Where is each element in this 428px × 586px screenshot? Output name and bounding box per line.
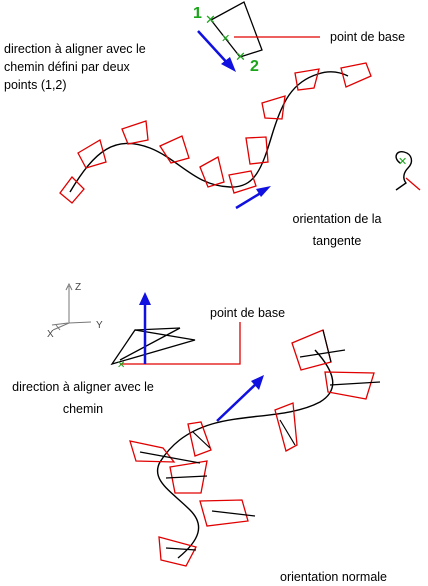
axis-x-label: X [47,329,54,340]
normal-path [156,349,334,559]
base-point-line-bottom [120,322,241,365]
tangent-profile-6 [228,170,257,194]
tangent-orientation-line-1: orientation de la [292,212,382,226]
tangent-path-group [59,62,372,210]
tangent-profile-7 [245,136,269,165]
normal-profiles [129,329,375,567]
align-path-two-points-label: direction à aligner avec le chemin défin… [4,40,146,94]
bottom-reference-object: ✕ [110,292,241,371]
normal-profile-8 [158,536,197,567]
normal-profile-strokes [139,329,381,551]
tangent-orientation-line-2: tangente [312,234,362,248]
tangent-profile-5 [199,156,225,188]
top-reference-object: ✕ ✕ ✕ 1 2 [193,1,320,75]
align-path-line-2: chemin [62,402,104,416]
axis-y-label: Y [96,320,103,331]
normal-orientation-label: orientation normale [280,570,388,584]
normal-profile-3 [274,402,298,452]
tangent-profile-3 [121,120,149,145]
svg-text:✕: ✕ [398,155,407,168]
direction-arrow-top-head [221,57,236,72]
direction-arrow-tangent-head [256,186,271,197]
point-1-label: 1 [193,5,202,22]
ucs-axes-icon: Z Y X [47,282,103,340]
direction-arrow-top [197,30,231,67]
tangent-profile-8 [261,95,286,120]
reference-triangle [110,329,196,366]
point-1-marker: ✕ [205,13,216,28]
axis-z-label: Z [75,282,81,293]
normal-profile-2 [324,371,375,400]
point-mid-marker: ✕ [221,32,230,45]
normal-profile-7 [199,499,249,527]
tangent-profile-2 [77,139,107,169]
align-path-label: direction à aligner avec le chemin [4,378,162,418]
base-point-label-bottom: point de base [210,306,286,320]
tangent-profile-9 [294,68,320,91]
direction-arrow-normal-head [251,375,264,390]
tangent-profiles [59,62,372,204]
normal-profile-1 [291,329,332,371]
normal-path-group [129,329,381,567]
cursor-pickbox-icon: ✕ [395,150,421,191]
direction-arrow-up-head [139,292,151,305]
normal-profile-4 [187,421,212,457]
reference-profile [210,1,263,58]
align-path-line-1: direction à aligner avec le [12,380,154,394]
align-path-two-points-line-1: direction à aligner avec le [4,42,146,56]
tangent-profile-1 [59,176,85,204]
align-path-two-points-line-3: points (1,2) [4,78,67,92]
base-point-marker: ✕ [117,360,125,371]
point-2-marker: ✕ [235,50,246,65]
tangent-profile-4 [159,135,190,164]
normal-profile-5 [129,440,176,463]
reference-axis-line [210,19,241,58]
direction-arrow-normal [216,381,259,422]
tangent-orientation-label: orientation de la tangente [282,210,392,250]
align-path-two-points-line-2: chemin défini par deux [4,60,130,74]
tangent-profile-10 [340,62,372,88]
normal-profile-6 [169,460,208,494]
point-2-label: 2 [250,58,259,75]
base-point-label-top: point de base [330,30,406,44]
